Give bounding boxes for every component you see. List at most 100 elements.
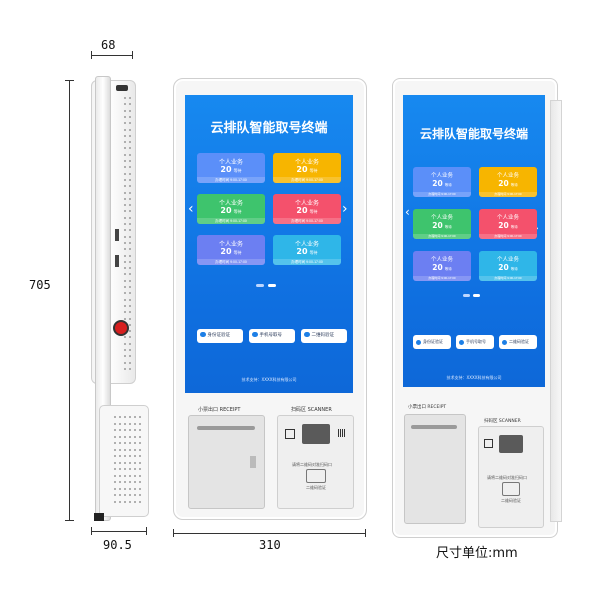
vent-hole <box>124 191 126 194</box>
scan-window <box>499 435 523 453</box>
vent-hole <box>119 461 121 464</box>
vent-hole <box>124 223 126 225</box>
vent-hole <box>134 474 136 477</box>
vent-hole <box>124 241 126 244</box>
screen-footnote: 技术支持：XXXX科技有限公司 <box>241 377 297 382</box>
vent-hole <box>124 448 126 451</box>
vent-hole <box>129 128 131 131</box>
service-card-info: 办理时间 9:00-17:00 <box>197 177 265 183</box>
vent-hole <box>129 267 131 270</box>
arrow-left-icon[interactable]: ‹ <box>405 205 410 219</box>
vent-hole <box>124 172 126 175</box>
waiting-count: 20 <box>432 178 443 188</box>
vent-hole <box>124 147 126 150</box>
vent-hole <box>124 210 126 213</box>
vent-hole <box>124 115 126 118</box>
emergency-button-icon[interactable] <box>113 320 129 336</box>
verify-button[interactable]: 身份证验证 <box>413 335 451 349</box>
page-dot <box>463 294 470 297</box>
vent-hole <box>124 260 126 263</box>
scan-hint-1: 请将二维码对准扫码口 <box>292 462 332 467</box>
waiting-unit: 等待 <box>309 168 318 173</box>
vent-hole <box>134 487 136 490</box>
vent-hole <box>134 435 136 438</box>
unit-label: 尺寸单位:mm <box>436 546 518 561</box>
arrow-right-icon[interactable]: › <box>342 201 348 217</box>
vent-hole <box>124 273 126 276</box>
vent-hole <box>129 223 131 225</box>
verify-button-label: 手机号取号 <box>466 339 486 344</box>
vent-hole <box>124 336 126 339</box>
vent-hole <box>124 254 126 257</box>
verify-button[interactable]: 二维码验证 <box>301 329 347 343</box>
vent-hole <box>129 97 131 99</box>
waiting-unit: 等待 <box>233 209 242 214</box>
verify-icon <box>502 339 507 345</box>
printer-label: 小票出口 RECEIPT <box>198 407 241 413</box>
verify-button[interactable]: 二维码验证 <box>499 335 537 349</box>
service-card-title: 个人业务 <box>294 241 319 248</box>
vent-hole <box>114 494 116 496</box>
qr-code-icon <box>484 439 493 448</box>
vent-hole <box>134 416 136 418</box>
service-card-title: 个人业务 <box>294 159 319 166</box>
vent-hole <box>129 367 131 370</box>
vent-hole <box>124 216 126 219</box>
vent-hole <box>139 435 141 438</box>
vent-hole <box>124 481 126 483</box>
verify-icon <box>200 331 206 338</box>
vent-hole <box>129 235 131 238</box>
vent-hole <box>114 416 116 418</box>
vent-hole <box>124 286 126 288</box>
waiting-unit: 等待 <box>510 182 518 187</box>
vent-hole <box>129 468 131 470</box>
waiting-count: 20 <box>296 165 308 174</box>
verify-button[interactable]: 身份证验证 <box>197 329 243 343</box>
vent-hole <box>119 474 121 477</box>
vent-hole <box>124 97 126 99</box>
vent-hole <box>129 210 131 213</box>
waiting-count: 20 <box>498 220 509 230</box>
vent-hole <box>114 435 116 438</box>
scan-hint-1: 请将二维码对准扫码口 <box>487 475 527 480</box>
verify-button[interactable]: 手机号取号 <box>249 329 295 343</box>
vent-hole <box>114 461 116 464</box>
vent-hole <box>119 455 121 457</box>
vent-hole <box>124 429 126 431</box>
vent-hole <box>139 474 141 477</box>
verify-icon <box>416 339 421 345</box>
vent-hole <box>119 487 121 490</box>
arrow-left-icon[interactable]: ‹ <box>188 201 194 217</box>
service-card-title: 个人业务 <box>218 200 243 207</box>
vent-hole <box>124 185 126 188</box>
page-dot <box>473 294 480 297</box>
waiting-count: 20 <box>220 165 232 174</box>
vent-hole <box>124 229 126 232</box>
vent-hole <box>119 448 121 451</box>
verify-icon <box>304 331 310 338</box>
vent-hole <box>139 481 141 483</box>
screen-title: 云排队智能取号终端 <box>419 127 528 141</box>
verify-button[interactable]: 手机号取号 <box>456 335 494 349</box>
scan-window <box>302 424 330 444</box>
vent-hole <box>139 455 141 457</box>
